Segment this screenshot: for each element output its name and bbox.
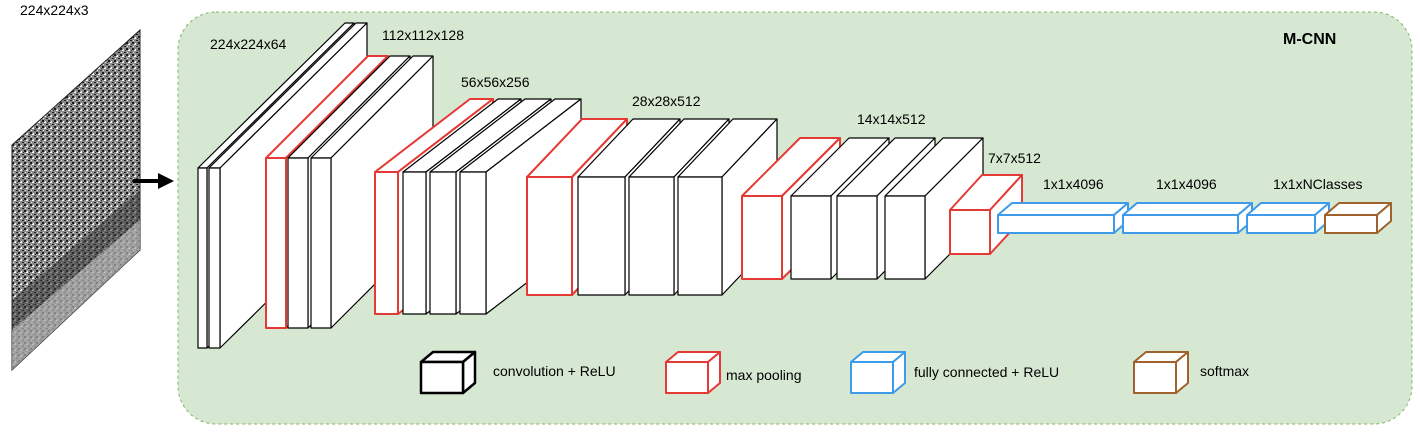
- diagram-title: M-CNN: [1283, 31, 1336, 48]
- dim-label-2: 112x112x128: [382, 27, 464, 43]
- legend-cube: [850, 351, 906, 394]
- dim-label-5: 14x14x512: [857, 111, 926, 127]
- legend-cube: [1133, 351, 1189, 394]
- layer-block-13-conv: [677, 118, 778, 296]
- layer-block-19-fc: [997, 202, 1129, 234]
- dim-label-8: 1x1x4096: [1156, 176, 1217, 192]
- layer-block-22-softmax: [1324, 202, 1392, 234]
- legend-fc-swatch: [850, 351, 906, 394]
- dimension-labels: 224x224x64 112x112x128 56x56x256 28x28x5…: [210, 27, 1362, 192]
- legend-fc-label: fully connected + ReLU: [914, 364, 1059, 380]
- dim-label-3: 56x56x256: [461, 74, 530, 90]
- dim-label-6: 7x7x512: [988, 150, 1041, 166]
- legend-softmax-label: softmax: [1200, 363, 1249, 379]
- legend-cube: [665, 351, 721, 394]
- dim-label-1: 224x224x64: [210, 36, 287, 52]
- layer-block-21-fc: [1246, 202, 1330, 234]
- legend: convolution + ReLU max pooling fully con…: [419, 350, 1249, 395]
- layer-block-20-fc: [1122, 202, 1253, 234]
- legend-softmax-swatch: [1133, 351, 1189, 394]
- legend-conv-swatch: [419, 350, 477, 395]
- legend-pool-label: max pooling: [726, 367, 802, 383]
- legend-conv-label: convolution + ReLU: [493, 363, 616, 379]
- layer-blocks: [197, 22, 1392, 349]
- input-arrow: [133, 173, 174, 189]
- dim-label-9: 1x1xNClasses: [1273, 176, 1362, 192]
- input-label: 224x224x3: [20, 2, 89, 18]
- dim-label-4: 28x28x512: [632, 93, 701, 109]
- dim-label-7: 1x1x4096: [1043, 176, 1104, 192]
- legend-cube: [419, 350, 477, 395]
- legend-pool-swatch: [665, 351, 721, 394]
- input-image: [11, 28, 141, 372]
